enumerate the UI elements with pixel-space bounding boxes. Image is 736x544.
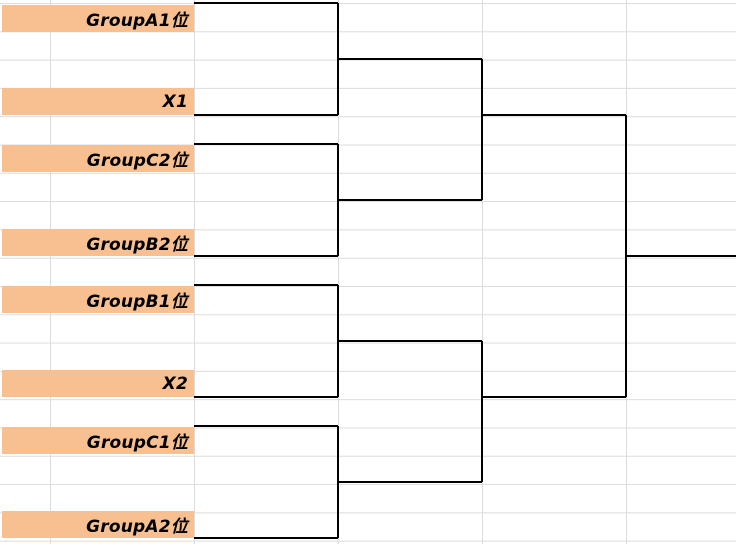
team-label: GroupB1位 (86, 292, 188, 312)
team-label: X2 (162, 373, 188, 394)
round1-connector-2 (194, 143, 339, 257)
team-cell-2[interactable]: X1 (2, 88, 194, 115)
team-label: X1 (162, 91, 188, 112)
team-label: GroupA1位 (86, 11, 188, 31)
team-label: GroupB2位 (86, 235, 188, 255)
round1-connector-1 (194, 2, 339, 116)
team-label: GroupA2位 (86, 517, 188, 537)
team-cell-3[interactable]: GroupC2位 (2, 145, 194, 172)
team-label: GroupC2位 (86, 151, 188, 171)
semifinal-connector-2 (338, 340, 483, 483)
team-label: GroupC1位 (86, 433, 188, 453)
final-connector (482, 114, 627, 398)
round1-connector-3 (194, 284, 339, 398)
team-cell-4[interactable]: GroupB2位 (2, 229, 194, 256)
team-cell-7[interactable]: GroupC1位 (2, 427, 194, 454)
semifinal-connector-1 (338, 58, 483, 201)
round1-connector-4 (194, 425, 339, 539)
team-cell-1[interactable]: GroupA1位 (2, 5, 194, 32)
team-cell-8[interactable]: GroupA2位 (2, 511, 194, 538)
team-cell-6[interactable]: X2 (2, 370, 194, 397)
team-cell-5[interactable]: GroupB1位 (2, 286, 194, 313)
